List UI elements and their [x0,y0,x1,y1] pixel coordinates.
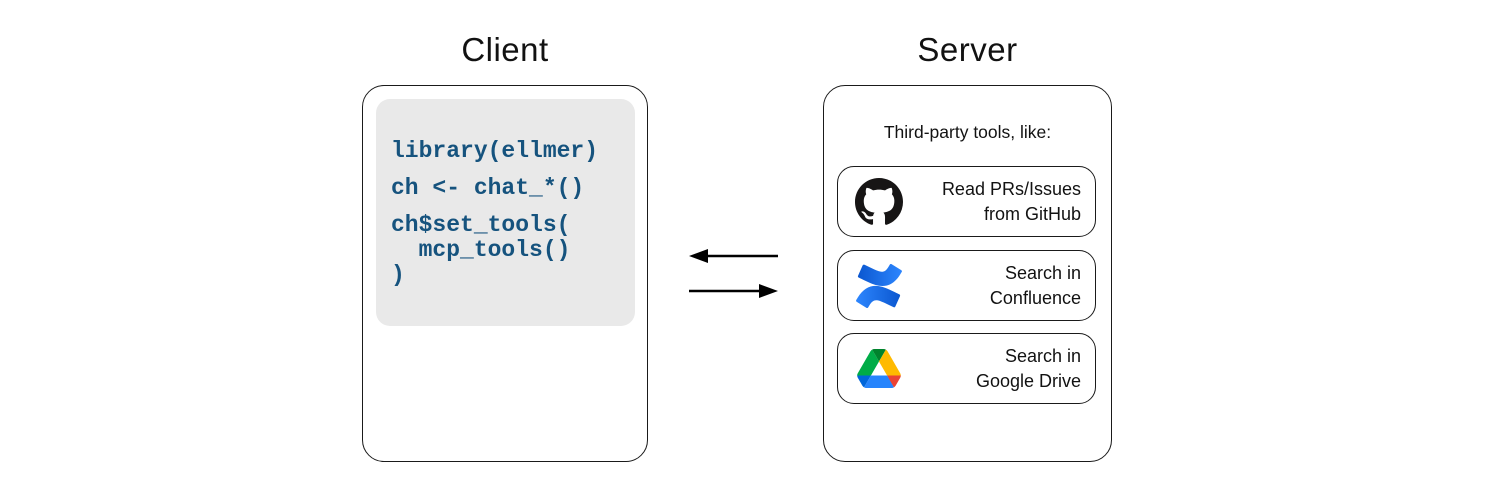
code-line: ) [391,262,405,288]
code-line: mcp_tools() [391,237,571,263]
arrow-left-icon [689,249,778,263]
google-drive-icon [853,349,905,388]
tool-card-label: Search in Google Drive [975,345,1081,391]
server-title: Server [917,31,1018,68]
client-server-arrows [680,243,792,305]
code-line: ch$set_tools( [391,212,571,238]
tool-card-github: Read PRs/Issues from GitHub [837,166,1096,237]
tool-card-label: Read PRs/Issues from GitHub [941,178,1081,224]
code-line: library(ellmer) [391,138,599,164]
tool-card-label: Search in Confluence [989,262,1081,308]
code-line: ch <- chat_*() [391,175,585,201]
client-box: library(ellmer) ch <- chat_*() ch$set_to… [362,85,648,462]
server-box: Third-party tools, like: Read PRs/Issues… [823,85,1112,462]
arrow-right-icon [689,284,778,298]
code-block: library(ellmer) ch <- chat_*() ch$set_to… [376,99,635,326]
client-title: Client [461,31,549,68]
confluence-icon [853,263,905,308]
tool-card-confluence: Search in Confluence [837,250,1096,321]
tools-heading: Third-party tools, like: [883,122,1052,142]
tool-card-google-drive: Search in Google Drive [837,333,1096,404]
github-icon [853,177,905,226]
